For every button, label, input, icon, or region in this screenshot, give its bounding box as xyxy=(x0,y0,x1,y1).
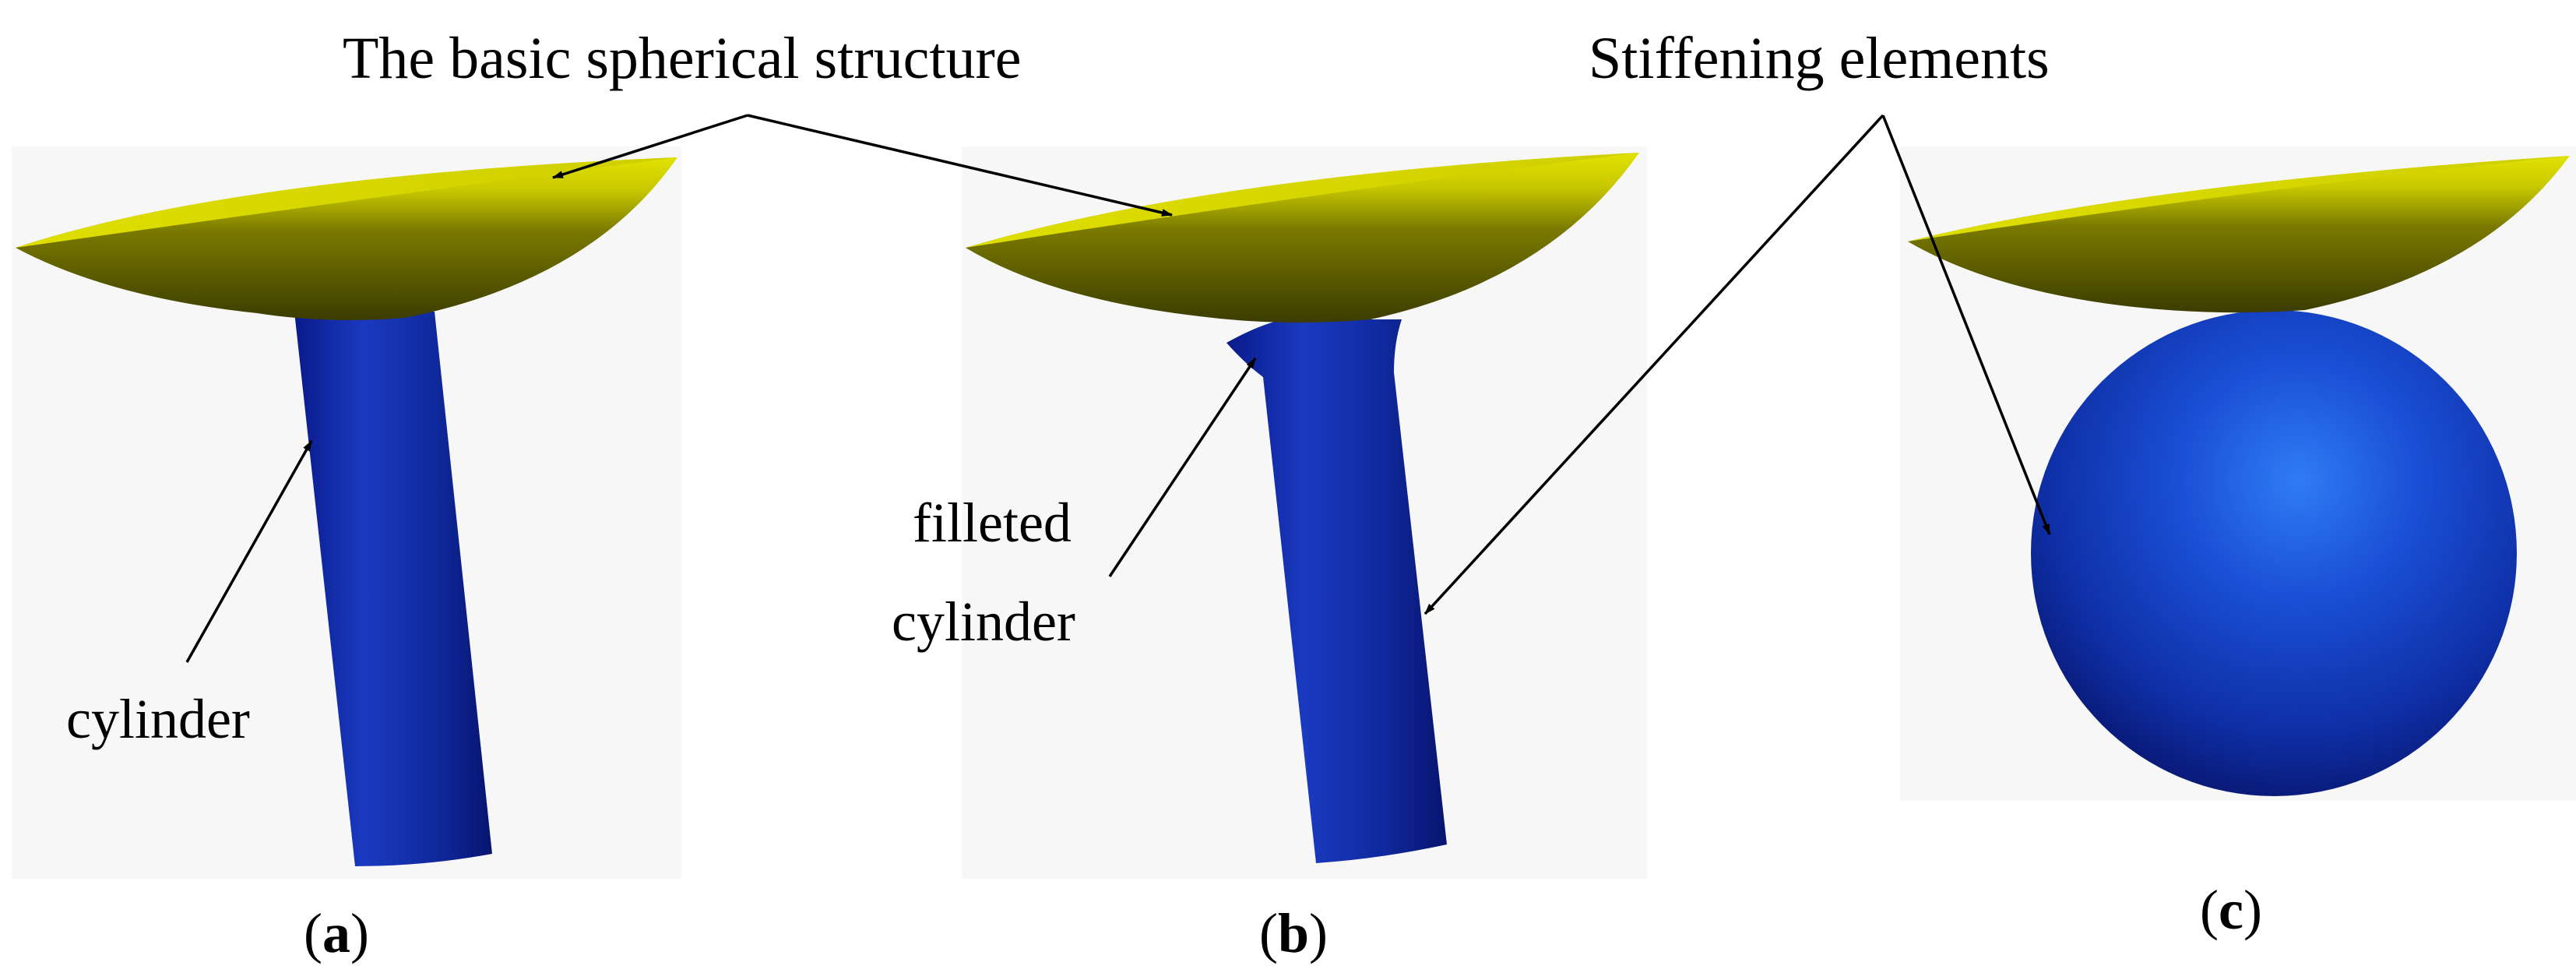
arrow-spherical-to-a xyxy=(552,114,748,179)
label-cylinder-a: cylinder xyxy=(66,688,250,750)
filleted-cylinder-b xyxy=(1226,319,1447,863)
label-cylinder-b: cylinder xyxy=(892,590,1075,653)
panel-c xyxy=(1908,156,2570,796)
arrow-cylinder-a xyxy=(185,440,313,663)
dish-b xyxy=(966,153,1639,323)
caption-b: (b) xyxy=(1259,902,1328,964)
cylinder-a xyxy=(294,312,492,866)
arrow-stiffening-to-b xyxy=(1423,114,1884,615)
panel-b xyxy=(966,153,1639,863)
arrow-stiffening-to-c xyxy=(1881,115,2051,535)
label-filleted: filleted xyxy=(913,492,1072,554)
label-spherical-structure: The basic spherical structure xyxy=(343,26,1022,91)
panel-a xyxy=(16,157,677,866)
caption-a: (a) xyxy=(304,902,369,964)
arrow-spherical-to-b xyxy=(747,114,1173,217)
dish-a xyxy=(16,157,677,320)
sphere-c xyxy=(2031,310,2517,796)
dish-c xyxy=(1908,156,2570,313)
caption-c: (c) xyxy=(2200,879,2262,941)
callout-arrows xyxy=(185,114,2051,663)
label-stiffening-elements: Stiffening elements xyxy=(1589,26,2050,91)
arrow-filleted-cylinder-b xyxy=(1108,358,1257,577)
